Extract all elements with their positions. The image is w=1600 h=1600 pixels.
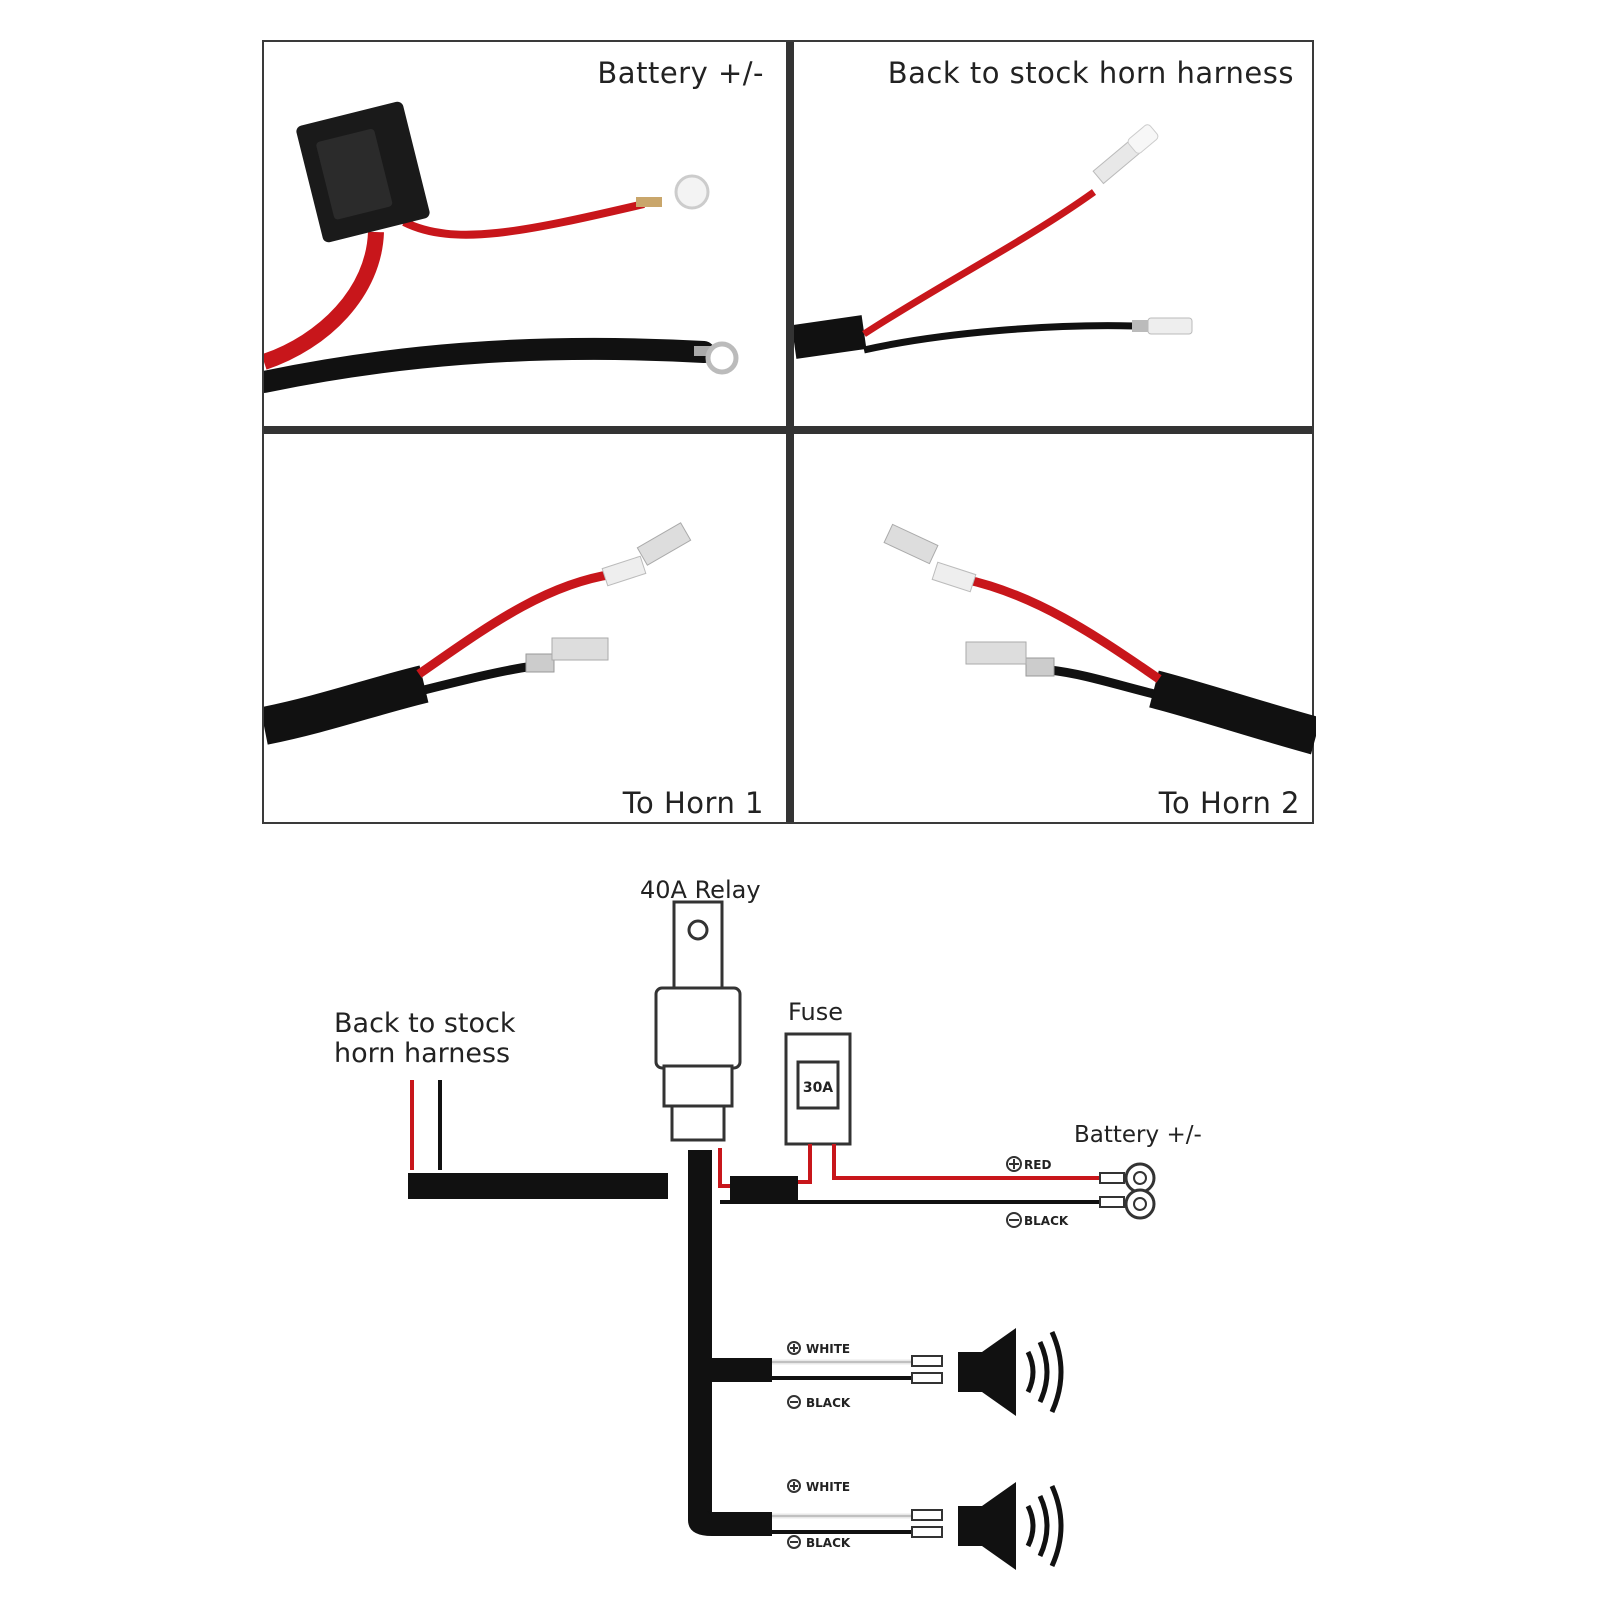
plus-icon — [787, 1341, 801, 1355]
battery-ring-terminal-black-icon — [1099, 1188, 1156, 1220]
horn-1-connector-minus — [911, 1372, 943, 1384]
horn-1-connector-plus — [911, 1355, 943, 1367]
battery-lead-sleeve — [730, 1176, 798, 1202]
relay-icon — [654, 900, 742, 1142]
photo-battery-leads: Battery +/- — [264, 42, 786, 426]
horn-2-plus-label: WHITE — [806, 1480, 850, 1494]
spade-terminal-red-2-icon — [883, 523, 977, 593]
battery-red-label: RED — [1024, 1158, 1051, 1172]
photo-label-horn-2: To Horn 2 — [1158, 786, 1300, 820]
plus-icon — [1006, 1156, 1022, 1172]
plus-icon — [787, 1479, 801, 1493]
horn-1-leads-illustration — [264, 522, 692, 745]
stock-harness-illustration — [794, 124, 1193, 359]
spade-terminal-black-icon — [525, 637, 609, 673]
horn-2-speaker-icon — [958, 1482, 1064, 1570]
ring-terminal-black-icon — [694, 341, 739, 375]
minus-icon — [787, 1535, 801, 1549]
battery-red-wire — [832, 1144, 1100, 1180]
fuse-icon — [784, 1032, 852, 1146]
stock-harness-label-line2: horn harness — [334, 1038, 510, 1069]
fuse-red-wire-left — [798, 1144, 812, 1184]
photo-horn-1-leads: To Horn 1 — [264, 434, 786, 826]
photo-label-horn-1: To Horn 1 — [622, 786, 764, 820]
spade-terminal-red-icon — [601, 522, 692, 587]
stock-harness-label-line1: Back to stock — [334, 1008, 516, 1039]
photo-label-stock-harness: Back to stock horn harness — [887, 56, 1294, 90]
wiring-diagram: 40A Relay 30A Fuse Back to stock horn ha… — [334, 876, 1202, 1570]
photo-grid: Battery +/- Back to stock horn harness — [262, 40, 1316, 826]
battery-leads-illustration — [264, 101, 739, 393]
fuse-rating: 30A — [803, 1080, 833, 1096]
grid-divider-horizontal — [264, 426, 1312, 434]
battery-label: Battery +/- — [1074, 1122, 1202, 1148]
horn-2-connector-plus — [911, 1509, 943, 1521]
battery-ring-terminal-red-icon — [1099, 1162, 1156, 1194]
horn-2-leads-illustration — [883, 523, 1316, 755]
horn-2-branch — [688, 1511, 772, 1536]
minus-icon — [1006, 1212, 1022, 1228]
female-connector-red-icon — [1092, 124, 1159, 185]
battery-black-label: BLACK — [1024, 1214, 1069, 1228]
fuse-holder-icon — [296, 101, 430, 243]
horn-1-plus-label: WHITE — [806, 1342, 850, 1356]
spade-terminal-black-2-icon — [965, 641, 1055, 677]
minus-icon — [787, 1395, 801, 1409]
ring-terminal-red-icon — [636, 174, 710, 210]
horn-2-connector-minus — [911, 1526, 943, 1538]
female-connector-black-icon — [1132, 317, 1193, 335]
photo-horn-2-leads: To Horn 2 — [794, 434, 1316, 826]
photo-stock-harness: Back to stock horn harness — [794, 42, 1316, 426]
relay-label: 40A Relay — [640, 876, 761, 904]
horn-1-minus-label: BLACK — [806, 1396, 851, 1410]
fuse-label: Fuse — [788, 998, 843, 1026]
horn-1-speaker-icon — [958, 1328, 1064, 1416]
photo-label-battery: Battery +/- — [597, 56, 764, 90]
horn-2-minus-label: BLACK — [806, 1536, 851, 1550]
